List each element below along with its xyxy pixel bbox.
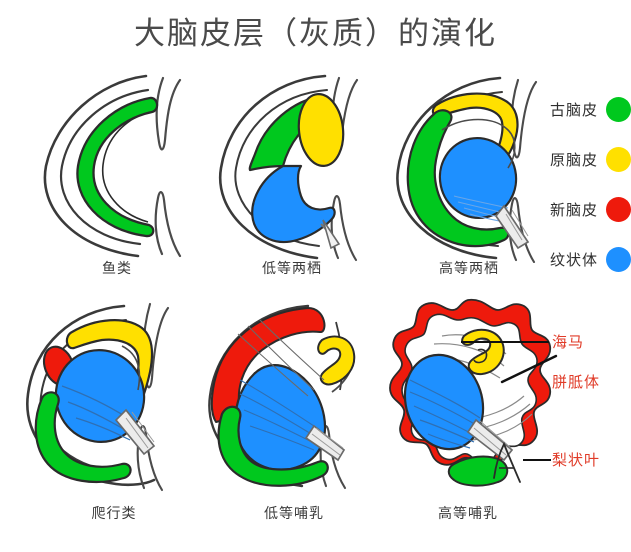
caption-lower-mammal: 低等哺乳 (264, 506, 324, 522)
figure-fish (28, 68, 218, 263)
legend-item-neopallium: 新脑皮 (512, 196, 631, 222)
yellow-circle-icon (606, 146, 631, 172)
leader-line-piriform-lobe (523, 459, 551, 461)
caption-higher-amphibian: 高等两栖 (439, 261, 499, 277)
caption-higher-mammal: 高等哺乳 (438, 506, 498, 522)
caption-reptile: 爬行类 (91, 506, 137, 522)
red-circle-icon (606, 196, 631, 222)
blue-circle-icon (606, 246, 631, 272)
legend: 古脑皮 原脑皮 新脑皮 纹状体 (512, 96, 631, 296)
legend-item-paleopallium: 原脑皮 (512, 146, 631, 172)
page-title: 大脑皮层（灰质）的演化 (134, 16, 497, 52)
figure-lower-amphibian (205, 68, 395, 263)
legend-label: 原脑皮 (549, 150, 598, 169)
annotation-hippocampus: 海马 (552, 333, 585, 351)
annotation-piriform-lobe: 梨状叶 (552, 451, 601, 469)
figure-lower-mammal (196, 298, 391, 498)
green-circle-icon (606, 96, 631, 122)
caption-lower-amphibian: 低等两栖 (262, 261, 322, 277)
legend-item-archipallium: 古脑皮 (512, 96, 631, 122)
legend-label: 古脑皮 (549, 100, 598, 119)
figure-reptile (12, 298, 207, 498)
figure-higher-amphibian (382, 68, 572, 263)
legend-item-striatum: 纹状体 (512, 246, 631, 272)
leader-line-corpus-callosum (500, 354, 558, 384)
legend-label: 新脑皮 (549, 200, 598, 219)
leader-line-hippocampus (461, 341, 549, 343)
annotation-corpus-callosum: 胼胝体 (552, 373, 601, 391)
figure-higher-mammal (368, 292, 568, 502)
caption-fish: 鱼类 (102, 261, 132, 277)
legend-label: 纹状体 (549, 250, 598, 269)
